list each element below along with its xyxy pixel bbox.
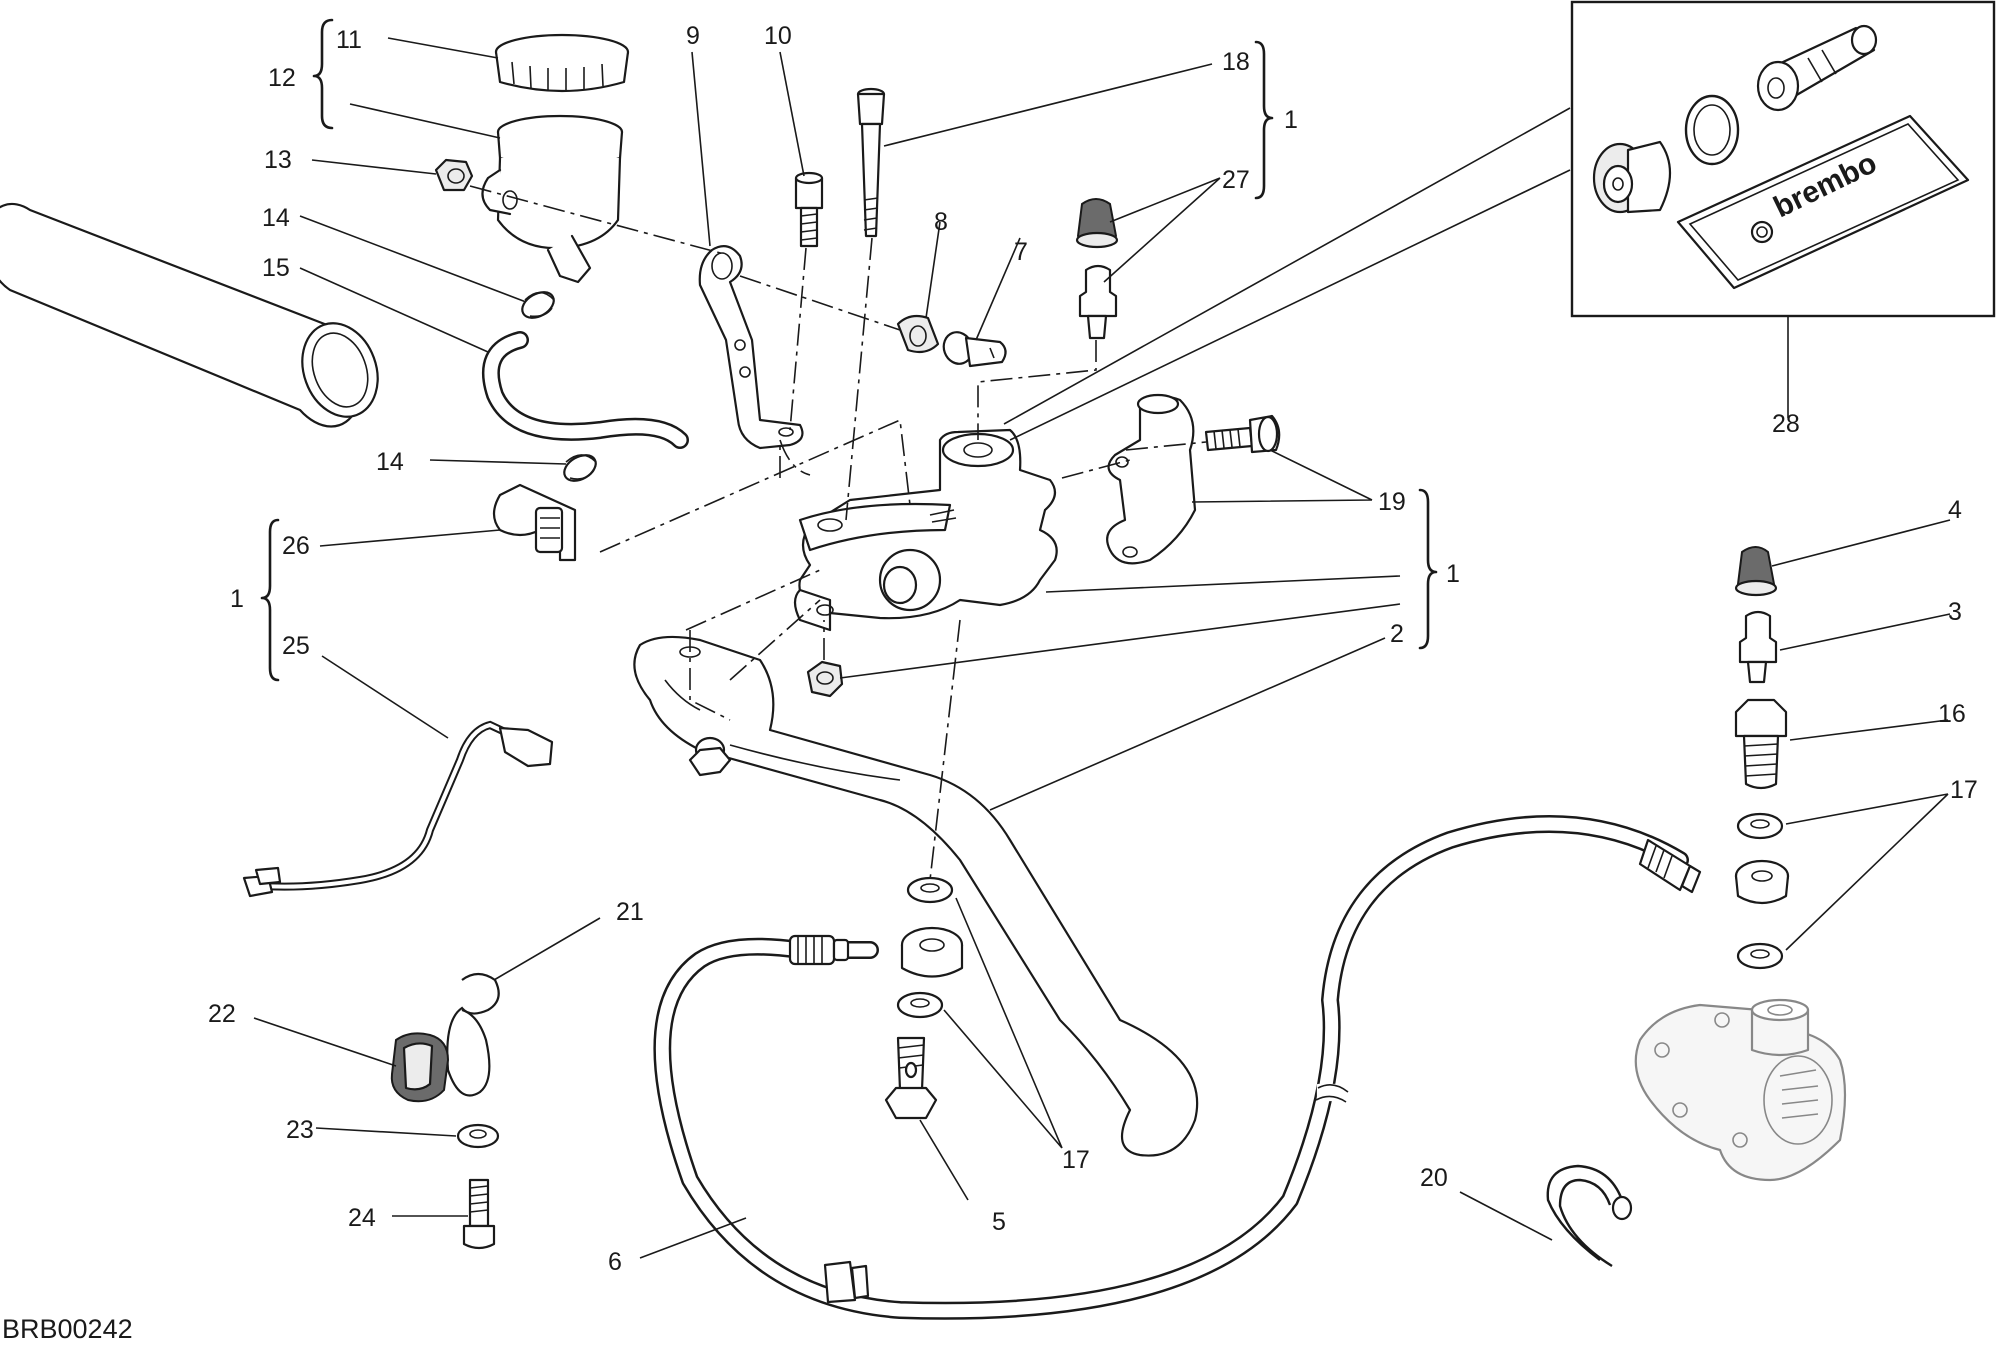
callout-18: 18 (1222, 48, 1250, 76)
bushing-screw (942, 331, 1007, 368)
callout-7: 7 (1014, 238, 1028, 266)
callout-20: 20 (1420, 1164, 1448, 1192)
clutch-hose (653, 815, 1702, 1320)
repair-kit-inset: brembo (1570, 0, 1996, 318)
handlebar-tube (0, 202, 379, 428)
bolt-24 (462, 1178, 496, 1250)
callout-19: 19 (1378, 488, 1406, 516)
callout-15: 15 (262, 254, 290, 282)
washer-upper (906, 876, 954, 904)
clutch-switch-cable (242, 720, 554, 898)
callout-6: 6 (608, 1248, 622, 1276)
master-cylinder-body (793, 428, 1058, 632)
washer-23 (456, 1123, 500, 1149)
callout-9: 9 (686, 22, 700, 50)
callout-2: 2 (1390, 620, 1404, 648)
adapter-fitting (1734, 698, 1788, 790)
callout-17-right: 17 (1950, 776, 1978, 804)
hose-clamp-upper (521, 291, 555, 319)
pivot-bolt (856, 87, 886, 238)
callout-14-lower: 14 (376, 448, 404, 476)
washer-right-lower (1736, 942, 1784, 970)
callout-1-top: 1 (1284, 106, 1298, 134)
kit-circlip (1684, 94, 1740, 166)
mirror-bracket (698, 245, 804, 450)
rubber-grommet (390, 1032, 450, 1103)
callout-23: 23 (286, 1116, 314, 1144)
reservoir-nut (434, 158, 474, 192)
bracket-screw (794, 171, 824, 248)
callout-8: 8 (934, 208, 948, 236)
reservoir-cap (494, 33, 630, 93)
kit-seal (1592, 140, 1671, 214)
hose-clip (1546, 1164, 1633, 1268)
bleed-nipple-right (1738, 610, 1778, 684)
kit-piston (1756, 24, 1878, 112)
callout-3: 3 (1948, 598, 1962, 626)
banjo-right (1734, 859, 1790, 905)
kit-instruction-card: brembo (1676, 114, 1970, 290)
callout-28: 28 (1772, 410, 1800, 438)
hose-fitting (492, 483, 577, 562)
handlebar-clamp (1106, 393, 1197, 565)
group-braces (260, 18, 1438, 682)
washer-lower (896, 991, 944, 1019)
callout-11: 11 (336, 26, 362, 54)
callout-21: 21 (616, 898, 644, 926)
slave-cylinder (1634, 998, 1847, 1182)
callout-labels: 11 12 13 14 15 14 26 1 25 9 10 8 7 18 1 … (2, 22, 1978, 1344)
callout-17-center: 17 (1062, 1146, 1090, 1174)
callout-5: 5 (992, 1208, 1006, 1236)
bleed-cap-right (1734, 546, 1778, 597)
washer-right-upper (1736, 812, 1784, 840)
callout-25: 25 (282, 632, 310, 660)
callout-10: 10 (764, 22, 792, 50)
hose-clamp-lower (563, 454, 597, 482)
callout-24: 24 (348, 1204, 376, 1232)
callout-27: 27 (1222, 166, 1250, 194)
callout-16: 16 (1938, 700, 1966, 728)
bleed-cap-top (1075, 198, 1119, 249)
bushing (896, 314, 940, 354)
reservoir-hose (482, 331, 689, 449)
banjo-fitting (900, 926, 964, 978)
callout-22: 22 (208, 1000, 236, 1028)
drawing-code: BRB00242 (2, 1314, 133, 1344)
clutch-lever (633, 635, 1199, 1157)
clamp-screw (1204, 414, 1281, 454)
leader-lines (253, 37, 1951, 1259)
retaining-spring (446, 972, 500, 1097)
pivot-nut (806, 660, 844, 698)
callout-13: 13 (264, 146, 292, 174)
callout-12: 12 (268, 64, 296, 92)
fluid-reservoir (481, 114, 624, 284)
banjo-bolt (884, 1036, 938, 1120)
assembly-axes (469, 185, 1207, 881)
callout-1-left: 1 (230, 585, 244, 613)
callout-26: 26 (282, 532, 310, 560)
callout-1-right: 1 (1446, 560, 1460, 588)
callout-14-upper: 14 (262, 204, 290, 232)
callout-4: 4 (1948, 496, 1962, 524)
